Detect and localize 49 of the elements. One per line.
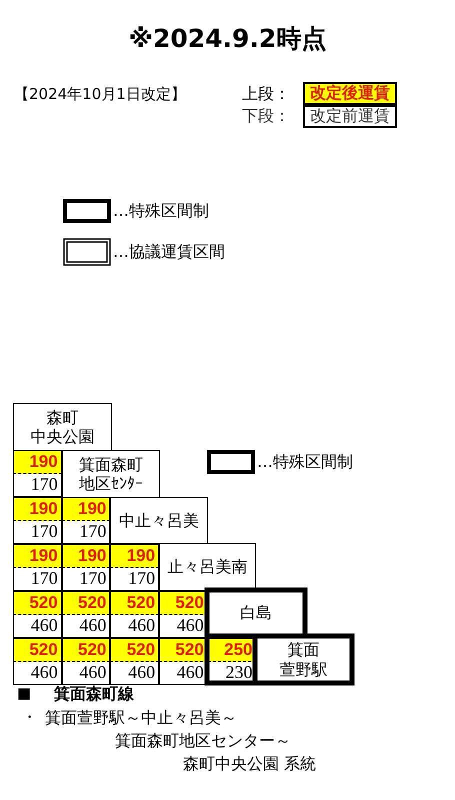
legend-text: …特殊区間制 xyxy=(257,452,353,473)
new-fare-cell: 520 xyxy=(62,591,110,614)
legend-text: 改定後運賃 xyxy=(310,83,390,104)
new-fare-cell: 520 xyxy=(62,638,110,662)
station-name: 箕面森町地区ｾﾝﾀｰ xyxy=(79,454,143,494)
note-text: 上段： xyxy=(242,84,290,105)
new-fare-cell: 190 xyxy=(13,450,62,474)
station-name: 森町中央公園 xyxy=(30,408,94,446)
old-fare-cell: 170 xyxy=(13,474,62,497)
old-fare-cell: 170 xyxy=(62,520,110,544)
note-text: 【2024年10月1日改定】 xyxy=(14,85,186,104)
note-text: 森町中央公園 系統 xyxy=(183,754,316,775)
new-fare-cell: 190 xyxy=(110,544,160,568)
legend-text: 改定前運賃 xyxy=(310,106,390,127)
station-box xyxy=(13,403,112,451)
new-fare-cell: 190 xyxy=(62,544,110,568)
bullet-mark: ・ xyxy=(22,708,37,727)
bullet-mark: ■ xyxy=(17,684,32,702)
note-text: 箕面森町線 xyxy=(54,684,134,705)
note-text: 箕面森町地区センター～ xyxy=(115,731,291,752)
old-fare-cell: 170 xyxy=(110,568,160,591)
old-fare-cell: 460 xyxy=(13,614,62,638)
title: ※2024.9.2時点 xyxy=(128,23,328,55)
old-fare-cell: 460 xyxy=(110,614,160,638)
new-fare-cell: 520 xyxy=(110,638,160,662)
new-fare-cell: 520 xyxy=(110,591,160,614)
old-fare-cell: 460 xyxy=(13,662,62,685)
station-name: 箕面萱野駅 xyxy=(280,640,328,679)
old-fare-cell: 460 xyxy=(110,662,160,685)
note-text: 下段： xyxy=(242,106,290,127)
old-fare-cell: 460 xyxy=(62,614,110,638)
old-fare-cell: 170 xyxy=(13,520,62,544)
new-fare-cell: 190 xyxy=(62,497,110,520)
legend-text: …協議運賃区間 xyxy=(113,242,225,263)
new-fare-cell: 520 xyxy=(13,591,62,614)
new-fare-cell: 520 xyxy=(13,638,62,662)
new-fare-cell: 190 xyxy=(13,497,62,520)
station-box xyxy=(159,543,256,591)
old-fare-cell: 170 xyxy=(13,568,62,591)
new-fare-cell: 190 xyxy=(13,544,62,568)
legend-text: …特殊区間制 xyxy=(113,201,209,222)
station-name: 中止々呂美 xyxy=(119,510,199,530)
old-fare-cell: 460 xyxy=(62,662,110,685)
station-box xyxy=(62,450,160,498)
note-text: 箕面萱野駅～中止々呂美～ xyxy=(45,708,237,729)
old-fare-cell: 170 xyxy=(62,568,110,591)
station-name: 白島 xyxy=(240,603,272,623)
station-box xyxy=(110,497,208,544)
station-name: 止々呂美南 xyxy=(168,557,248,577)
